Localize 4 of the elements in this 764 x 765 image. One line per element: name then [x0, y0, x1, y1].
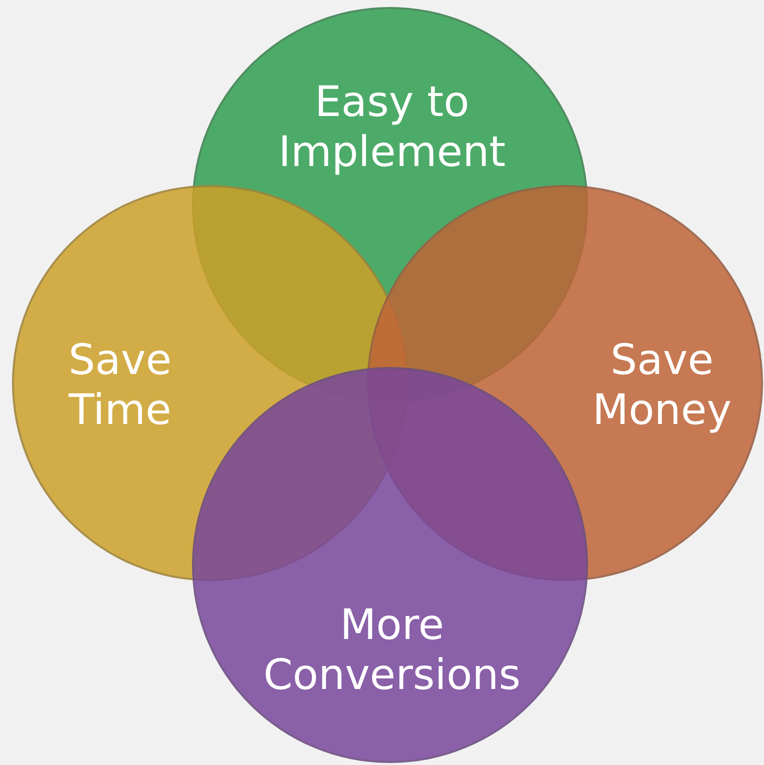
circle-label: More Conversions — [262, 600, 522, 700]
circle-label: Save Money — [591, 335, 733, 435]
circle-label: Easy to Implement — [277, 77, 507, 177]
circle-label: Save Time — [67, 335, 173, 435]
